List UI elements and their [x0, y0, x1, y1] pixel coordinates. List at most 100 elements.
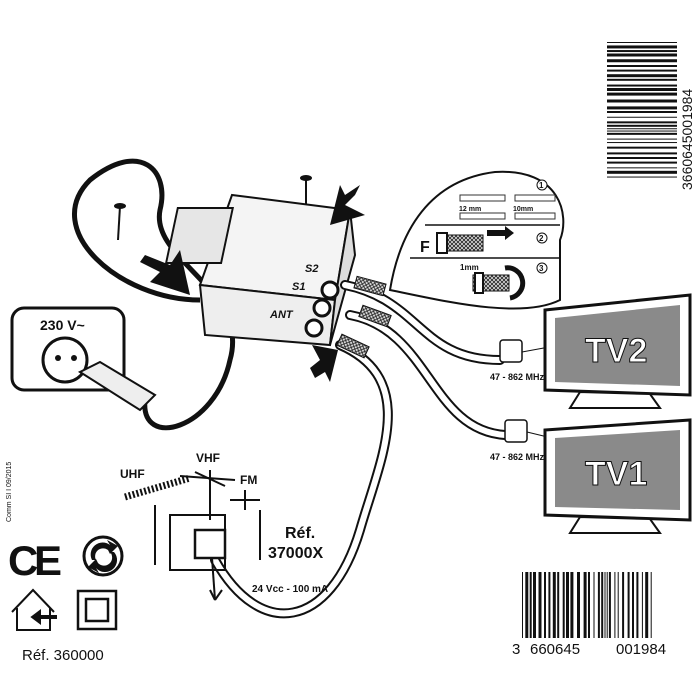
- barcode-bar: [607, 53, 677, 57]
- step-3-number: 3: [539, 264, 544, 273]
- barcode-bar: [538, 572, 542, 638]
- barcode-bar: [548, 572, 551, 638]
- barcode-bar: [525, 572, 529, 638]
- strip-length-12mm: 12 mm: [459, 206, 481, 213]
- tv2: [543, 293, 692, 409]
- barcode-bar: [627, 572, 630, 638]
- barcode-bar: [607, 42, 677, 43]
- barcode-bar: [607, 50, 677, 53]
- gap-label: 1mm: [460, 263, 479, 272]
- barcode-bar: [607, 121, 677, 124]
- barcode-bar: [607, 74, 677, 78]
- barcode-bar: [607, 146, 677, 149]
- barcode-bottom: [522, 572, 652, 638]
- antenna-power: 24 Vcc - 100 mA: [252, 584, 328, 595]
- barcode-right-digits: 001984: [616, 641, 666, 658]
- f-connector-label: F: [420, 239, 430, 256]
- product-ref: Réf. 360000: [22, 647, 104, 664]
- tv1: [543, 418, 692, 534]
- power-plug: [77, 360, 157, 412]
- barcode-bar: [607, 138, 677, 140]
- label-ant: ANT: [269, 309, 294, 321]
- tv-wall-socket: [504, 419, 528, 443]
- port-s1: [312, 298, 332, 318]
- barcode-bar: [607, 84, 677, 87]
- wall-outlet: [10, 306, 157, 412]
- ce-mark: CE: [8, 537, 62, 584]
- barcode-bar: [607, 142, 677, 144]
- barcode-bar: [606, 572, 608, 638]
- barcode-bar: [577, 572, 580, 638]
- barcode-bar: [632, 572, 634, 638]
- barcode-bar: [601, 572, 604, 638]
- barcode-first-digit: 3: [512, 641, 520, 658]
- nail-icon: [114, 203, 126, 241]
- barcode-bar: [552, 572, 556, 638]
- step-1-number: 1: [539, 181, 544, 190]
- barcode-bar: [607, 130, 677, 132]
- barcode-bar: [607, 45, 677, 49]
- barcode-bar: [588, 572, 590, 638]
- antenna-ref-label: Réf.: [285, 525, 315, 542]
- port-s2: [320, 280, 340, 300]
- barcode-bar: [614, 572, 616, 638]
- barcode-bar: [607, 88, 677, 91]
- barcode-bar: [607, 99, 677, 103]
- indoor-use-house-icon: [11, 588, 57, 631]
- vhf-label: VHF: [196, 451, 220, 465]
- tv-wall-socket: [499, 339, 523, 363]
- barcode-bar: [636, 572, 639, 638]
- barcode-bar: [607, 167, 677, 169]
- barcode-bar: [604, 572, 606, 638]
- barcode-bar: [607, 170, 677, 174]
- strip-length-10mm: 10mm: [513, 206, 533, 213]
- barcode-bar: [607, 132, 677, 135]
- barcode-bar: [607, 69, 677, 72]
- tv1-frequency: 47 - 862 MHz: [490, 452, 545, 462]
- port-ant: [304, 318, 324, 338]
- barcode-bar: [544, 572, 546, 638]
- barcode-bar: [607, 152, 677, 155]
- barcode-bar: [566, 572, 569, 638]
- step-2-number: 2: [539, 234, 544, 243]
- barcode-top-digits: 3660645001984: [679, 89, 695, 190]
- antenna: [124, 470, 261, 601]
- coax-cables: [210, 275, 510, 619]
- barcode-top: [607, 42, 677, 178]
- label-s2: S2: [305, 263, 318, 275]
- power-cable: [72, 158, 235, 431]
- barcode-bar: [597, 572, 600, 638]
- cable-preparation-guide: [388, 170, 565, 310]
- barcode-bar: [641, 572, 643, 638]
- barcode-bar: [607, 124, 677, 127]
- uhf-label: UHF: [120, 467, 145, 481]
- barcode-bar: [562, 572, 565, 638]
- barcode-bar: [608, 572, 611, 638]
- barcode-bar: [522, 572, 523, 638]
- tv1-label: TV1: [585, 455, 647, 493]
- outlet-voltage: 230 V~: [40, 317, 85, 333]
- barcode-bar: [645, 572, 649, 638]
- barcode-bar: [607, 78, 677, 81]
- barcode-bar: [622, 572, 625, 638]
- barcode-bar: [607, 128, 677, 130]
- arrow-icon: [310, 345, 338, 382]
- barcode-bar: [607, 116, 677, 118]
- label-s1: S1: [292, 281, 305, 293]
- barcode-bar: [593, 572, 595, 638]
- barcode-bar: [607, 111, 677, 113]
- antenna-ref-code: 37000X: [268, 545, 323, 562]
- barcode-bar: [607, 106, 677, 110]
- barcode-bar: [607, 176, 677, 178]
- arrow-icon: [330, 185, 365, 225]
- barcode-bar: [650, 572, 652, 638]
- tv2-label: TV2: [585, 332, 647, 370]
- barcode-bar: [607, 157, 677, 159]
- amplifier-box: [164, 193, 357, 347]
- arrow-icon: [140, 250, 190, 295]
- barcode-bar: [557, 572, 560, 638]
- barcode-bar: [617, 572, 619, 638]
- tv2-frequency: 47 - 862 MHz: [490, 372, 545, 382]
